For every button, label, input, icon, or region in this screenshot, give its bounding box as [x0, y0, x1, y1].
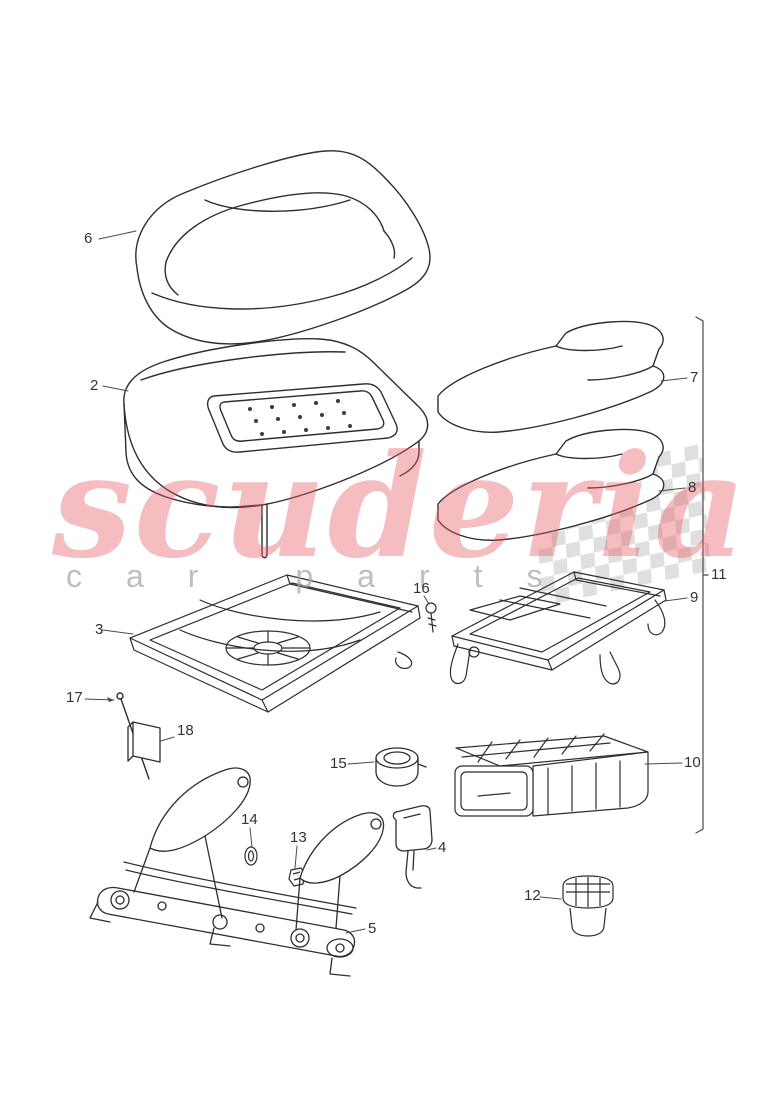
callout-13: 13 [290, 829, 307, 846]
seat-cushion-drawing [135, 150, 431, 345]
switch-insert-drawing [562, 875, 614, 937]
callout-14: 14 [241, 811, 258, 828]
callout-15: 15 [330, 755, 347, 772]
leader-lines [84, 230, 688, 934]
belt-buckle-drawing [392, 805, 433, 889]
armrest-upper-drawing [437, 320, 665, 433]
storage-drawer-drawing [454, 733, 649, 817]
callout-3: 3 [95, 621, 104, 638]
group-bracket [695, 316, 709, 834]
callout-6: 6 [84, 230, 93, 247]
callout-7: 7 [690, 369, 699, 386]
callout-11: 11 [711, 566, 727, 583]
callout-16: 16 [413, 580, 430, 597]
callout-8: 8 [688, 479, 697, 496]
seat-adjuster-drawing [89, 767, 385, 977]
grommet-drawing [244, 846, 258, 866]
callout-4: 4 [438, 839, 447, 856]
seat-pan-frame-drawing [129, 574, 421, 713]
callout-10: 10 [684, 754, 701, 771]
callout-12: 12 [524, 887, 541, 904]
knob-drawing [375, 747, 427, 787]
bracket-plate-drawing [127, 721, 161, 763]
frame-bracket-drawing [449, 571, 667, 685]
seat-cushion-frame-drawing [123, 338, 429, 559]
bolt-drawing [425, 602, 437, 633]
callout-17: 17 [66, 689, 83, 706]
callout-5: 5 [368, 920, 377, 937]
callout-9: 9 [690, 589, 699, 606]
callout-18: 18 [177, 722, 194, 739]
armrest-lower-drawing [437, 428, 665, 541]
callout-2: 2 [90, 377, 99, 394]
